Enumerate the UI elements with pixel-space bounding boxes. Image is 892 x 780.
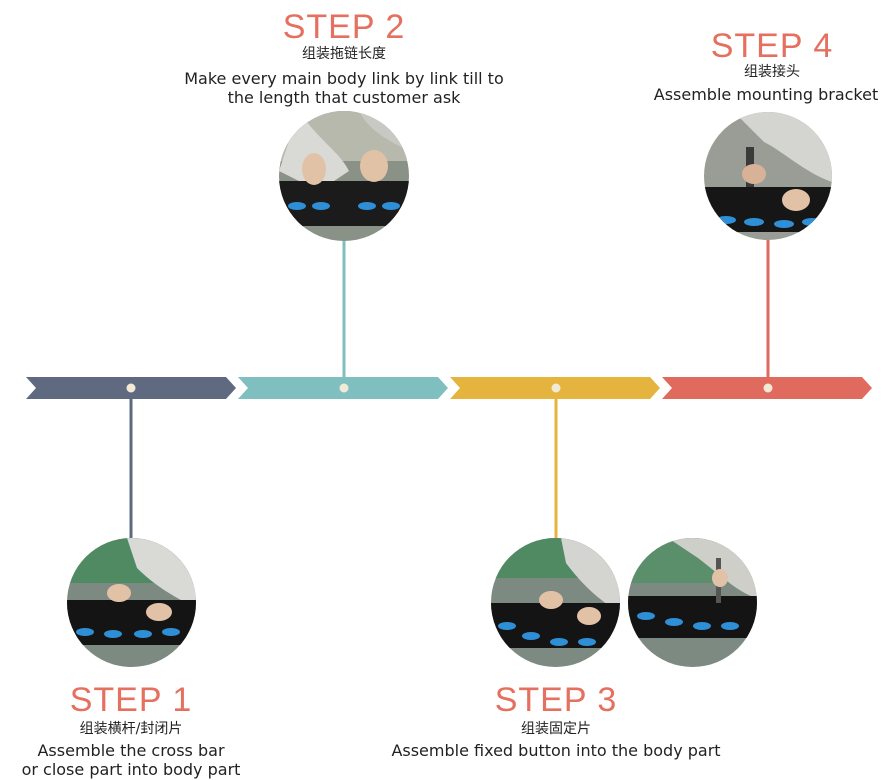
step1-node <box>127 384 136 393</box>
step2-zh: 组装拖链长度 <box>244 47 444 61</box>
step2-en-line2: the length that customer ask <box>144 88 544 107</box>
step1-zh: 组装横杆/封闭片 <box>31 722 231 736</box>
step4-title: STEP 4 <box>672 29 872 63</box>
step3-photo-right <box>628 538 757 667</box>
step3-zh: 组装固定片 <box>456 722 656 736</box>
step3-photo-left <box>491 538 620 667</box>
step1-title: STEP 1 <box>31 683 231 717</box>
step2-node <box>340 384 349 393</box>
step3-node <box>552 384 561 393</box>
step3-en-line1: Assemble fixed button into the body part <box>356 741 756 760</box>
step1-en-line2: or close part into body part <box>0 760 262 779</box>
step4-node <box>764 384 773 393</box>
step4-zh: 组装接头 <box>672 65 872 79</box>
step1-en-line1: Assemble the cross bar <box>0 741 262 760</box>
step2-photo <box>279 111 409 241</box>
step3-title: STEP 3 <box>456 683 656 717</box>
step2-title: STEP 2 <box>244 10 444 44</box>
step4-photo <box>704 112 832 240</box>
step1-photo <box>67 538 196 667</box>
step2-en-line1: Make every main body link by link till t… <box>144 69 544 88</box>
step4-en-line1: Assemble mounting bracket <box>642 85 890 104</box>
